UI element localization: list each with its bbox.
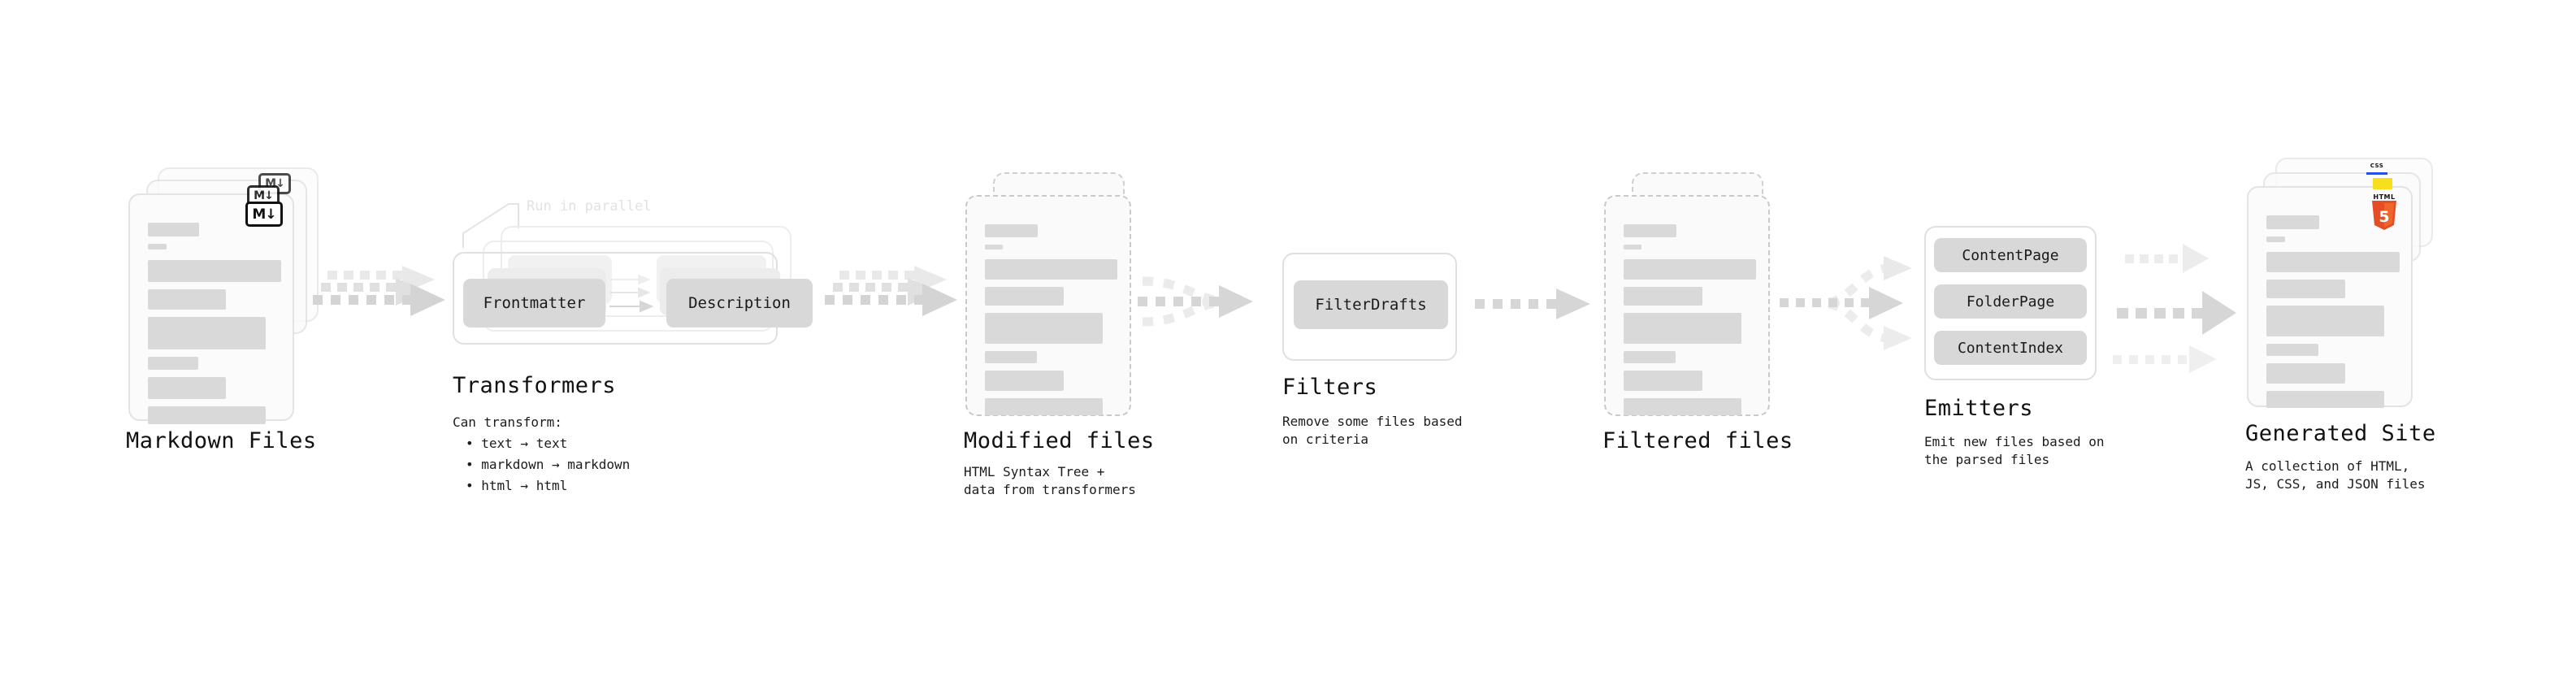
stage-caption-generated-site: A collection of HTML, JS, CSS, and JSON … — [2245, 458, 2426, 492]
content-bar — [1624, 224, 1676, 237]
content-bar — [2266, 252, 2400, 272]
stage-caption-filters: Remove some files based on criteria — [1282, 414, 1463, 447]
filtered-card-front — [1604, 195, 1770, 416]
html5-icon: HTML 5 — [2370, 193, 2399, 236]
content-bar — [148, 406, 266, 424]
stage-title-modified-files: Modified files — [964, 428, 1155, 453]
content-bar — [985, 287, 1064, 306]
content-bar — [2266, 363, 2345, 384]
content-bar — [1624, 287, 1702, 306]
content-bar — [2266, 344, 2318, 356]
content-bar — [148, 377, 226, 399]
stage-title-emitters: Emitters — [1924, 396, 2034, 421]
content-bar — [148, 317, 266, 349]
content-bar — [985, 245, 1003, 249]
modified-card-front — [965, 195, 1131, 416]
content-bar — [1624, 313, 1741, 344]
connector-modified-to-filters — [1138, 276, 1253, 327]
content-bar — [1624, 398, 1741, 415]
transformer-bullet-0: • text → text — [466, 436, 568, 451]
js-icon — [2373, 178, 2392, 189]
content-bar — [148, 357, 198, 370]
content-bar — [985, 371, 1064, 391]
site-card-bars — [2266, 215, 2400, 415]
stage-title-transformers: Transformers — [453, 373, 617, 398]
run-in-parallel-note: Run in parallel — [527, 198, 652, 215]
frontmatter-to-description-arrows — [609, 274, 654, 313]
html5-icon-label: HTML — [2373, 193, 2396, 201]
content-bar — [985, 398, 1103, 415]
run-in-parallel-leader-line — [462, 203, 519, 248]
content-bar — [985, 351, 1037, 363]
content-bar — [1624, 371, 1702, 391]
content-bar — [2266, 280, 2345, 298]
stage-title-filtered-files: Filtered files — [1602, 428, 1793, 453]
connector-emitters-to-site — [2113, 244, 2236, 373]
stage-title-filters: Filters — [1282, 375, 1378, 400]
markdown-card-bars — [148, 223, 281, 432]
stage-title-generated-site: Generated Site — [2245, 421, 2436, 446]
css-icon: CSS — [2366, 163, 2387, 175]
content-bar — [148, 244, 167, 249]
connector-filtered-to-emitters — [1780, 256, 1912, 350]
svg-text:5: 5 — [2379, 208, 2389, 226]
markdown-icon: M↓ — [245, 202, 283, 227]
content-bar — [1624, 245, 1641, 249]
filtered-card-bars — [1624, 224, 1756, 423]
content-bar — [148, 223, 199, 236]
stage-title-markdown-files: Markdown Files — [126, 428, 317, 453]
stage-caption-emitters: Emit new files based on the parsed files — [1924, 434, 2105, 467]
content-bar — [1624, 351, 1676, 363]
transformer-bullet-1: • markdown → markdown — [466, 457, 631, 472]
markdown-card-front — [128, 193, 294, 424]
emitter-chip-contentindex[interactable]: ContentIndex — [1934, 331, 2087, 365]
content-bar — [2266, 391, 2384, 408]
content-bar — [1624, 259, 1756, 280]
emitter-chip-folderpage[interactable]: FolderPage — [1934, 284, 2087, 319]
content-bar — [2266, 215, 2319, 229]
connector-transformers-to-modified — [825, 266, 957, 316]
content-bar — [148, 289, 226, 310]
transformer-chip-frontmatter[interactable]: Frontmatter — [463, 279, 605, 327]
transformer-bullet-2: • html → html — [466, 478, 568, 493]
content-bar — [148, 260, 281, 282]
emitter-chip-contentpage[interactable]: ContentPage — [1934, 238, 2087, 272]
content-bar — [2266, 306, 2384, 336]
connector-filters-to-filtered — [1475, 288, 1590, 319]
content-bar — [985, 224, 1038, 237]
content-bar — [985, 313, 1103, 344]
stage-caption-transformers: Can transform: — [453, 414, 562, 430]
content-bar — [985, 259, 1117, 280]
stage-caption-modified-files: HTML Syntax Tree + data from transformer… — [964, 464, 1136, 497]
filter-chip-filterdrafts[interactable]: FilterDrafts — [1294, 280, 1448, 329]
transformer-chip-description[interactable]: Description — [666, 279, 813, 327]
content-bar — [2266, 236, 2285, 242]
connector-markdown-to-transformers — [313, 266, 445, 316]
modified-card-bars — [985, 224, 1117, 423]
